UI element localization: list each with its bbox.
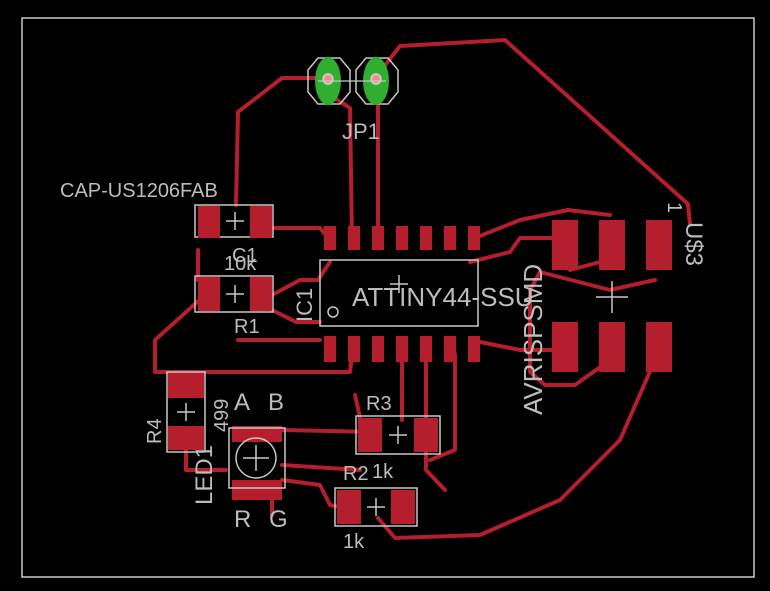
- jp1-header[interactable]: [307, 57, 399, 105]
- r3-value-label: 1k: [372, 461, 394, 483]
- led-pin-r-label: R: [234, 506, 251, 533]
- jp1-label: JP1: [342, 119, 380, 144]
- r4-label: R4: [144, 418, 166, 444]
- pin1-label: 1: [663, 202, 685, 213]
- avrisp-header[interactable]: [552, 220, 672, 372]
- led1-label: LED1: [191, 445, 218, 505]
- avrisp-label: AVRISPSMD: [518, 264, 548, 415]
- led-pin-b-label: B: [268, 389, 284, 416]
- resistor-r2[interactable]: [334, 487, 418, 527]
- led-pin-g-label: G: [269, 506, 288, 533]
- led-rgb[interactable]: [228, 426, 286, 500]
- resistor-r1[interactable]: [194, 275, 274, 313]
- ic1-label: IC1: [292, 288, 317, 322]
- resistor-r4[interactable]: [166, 371, 206, 453]
- c1-label: C1: [232, 245, 258, 267]
- ic1-part-label: ATTINY44-SSU: [352, 282, 534, 312]
- r1-label: R1: [234, 316, 260, 338]
- traces: [153, 38, 692, 540]
- r1-value-label: 10k: [224, 253, 257, 275]
- led-pin-a-label: A: [234, 389, 250, 416]
- us3-label: U$3: [680, 222, 707, 266]
- capacitor-value-label: CAP-US1206FAB: [60, 180, 218, 202]
- r3-label: R3: [366, 393, 392, 415]
- ic1-chip[interactable]: [319, 226, 480, 362]
- capacitor-c1[interactable]: [194, 204, 274, 238]
- r4-value-label: 499: [211, 399, 233, 432]
- board-outline: [21, 17, 755, 578]
- resistor-r3[interactable]: [355, 415, 441, 455]
- r2-label: R2: [343, 463, 369, 485]
- r2-value-label: 1k: [343, 531, 365, 553]
